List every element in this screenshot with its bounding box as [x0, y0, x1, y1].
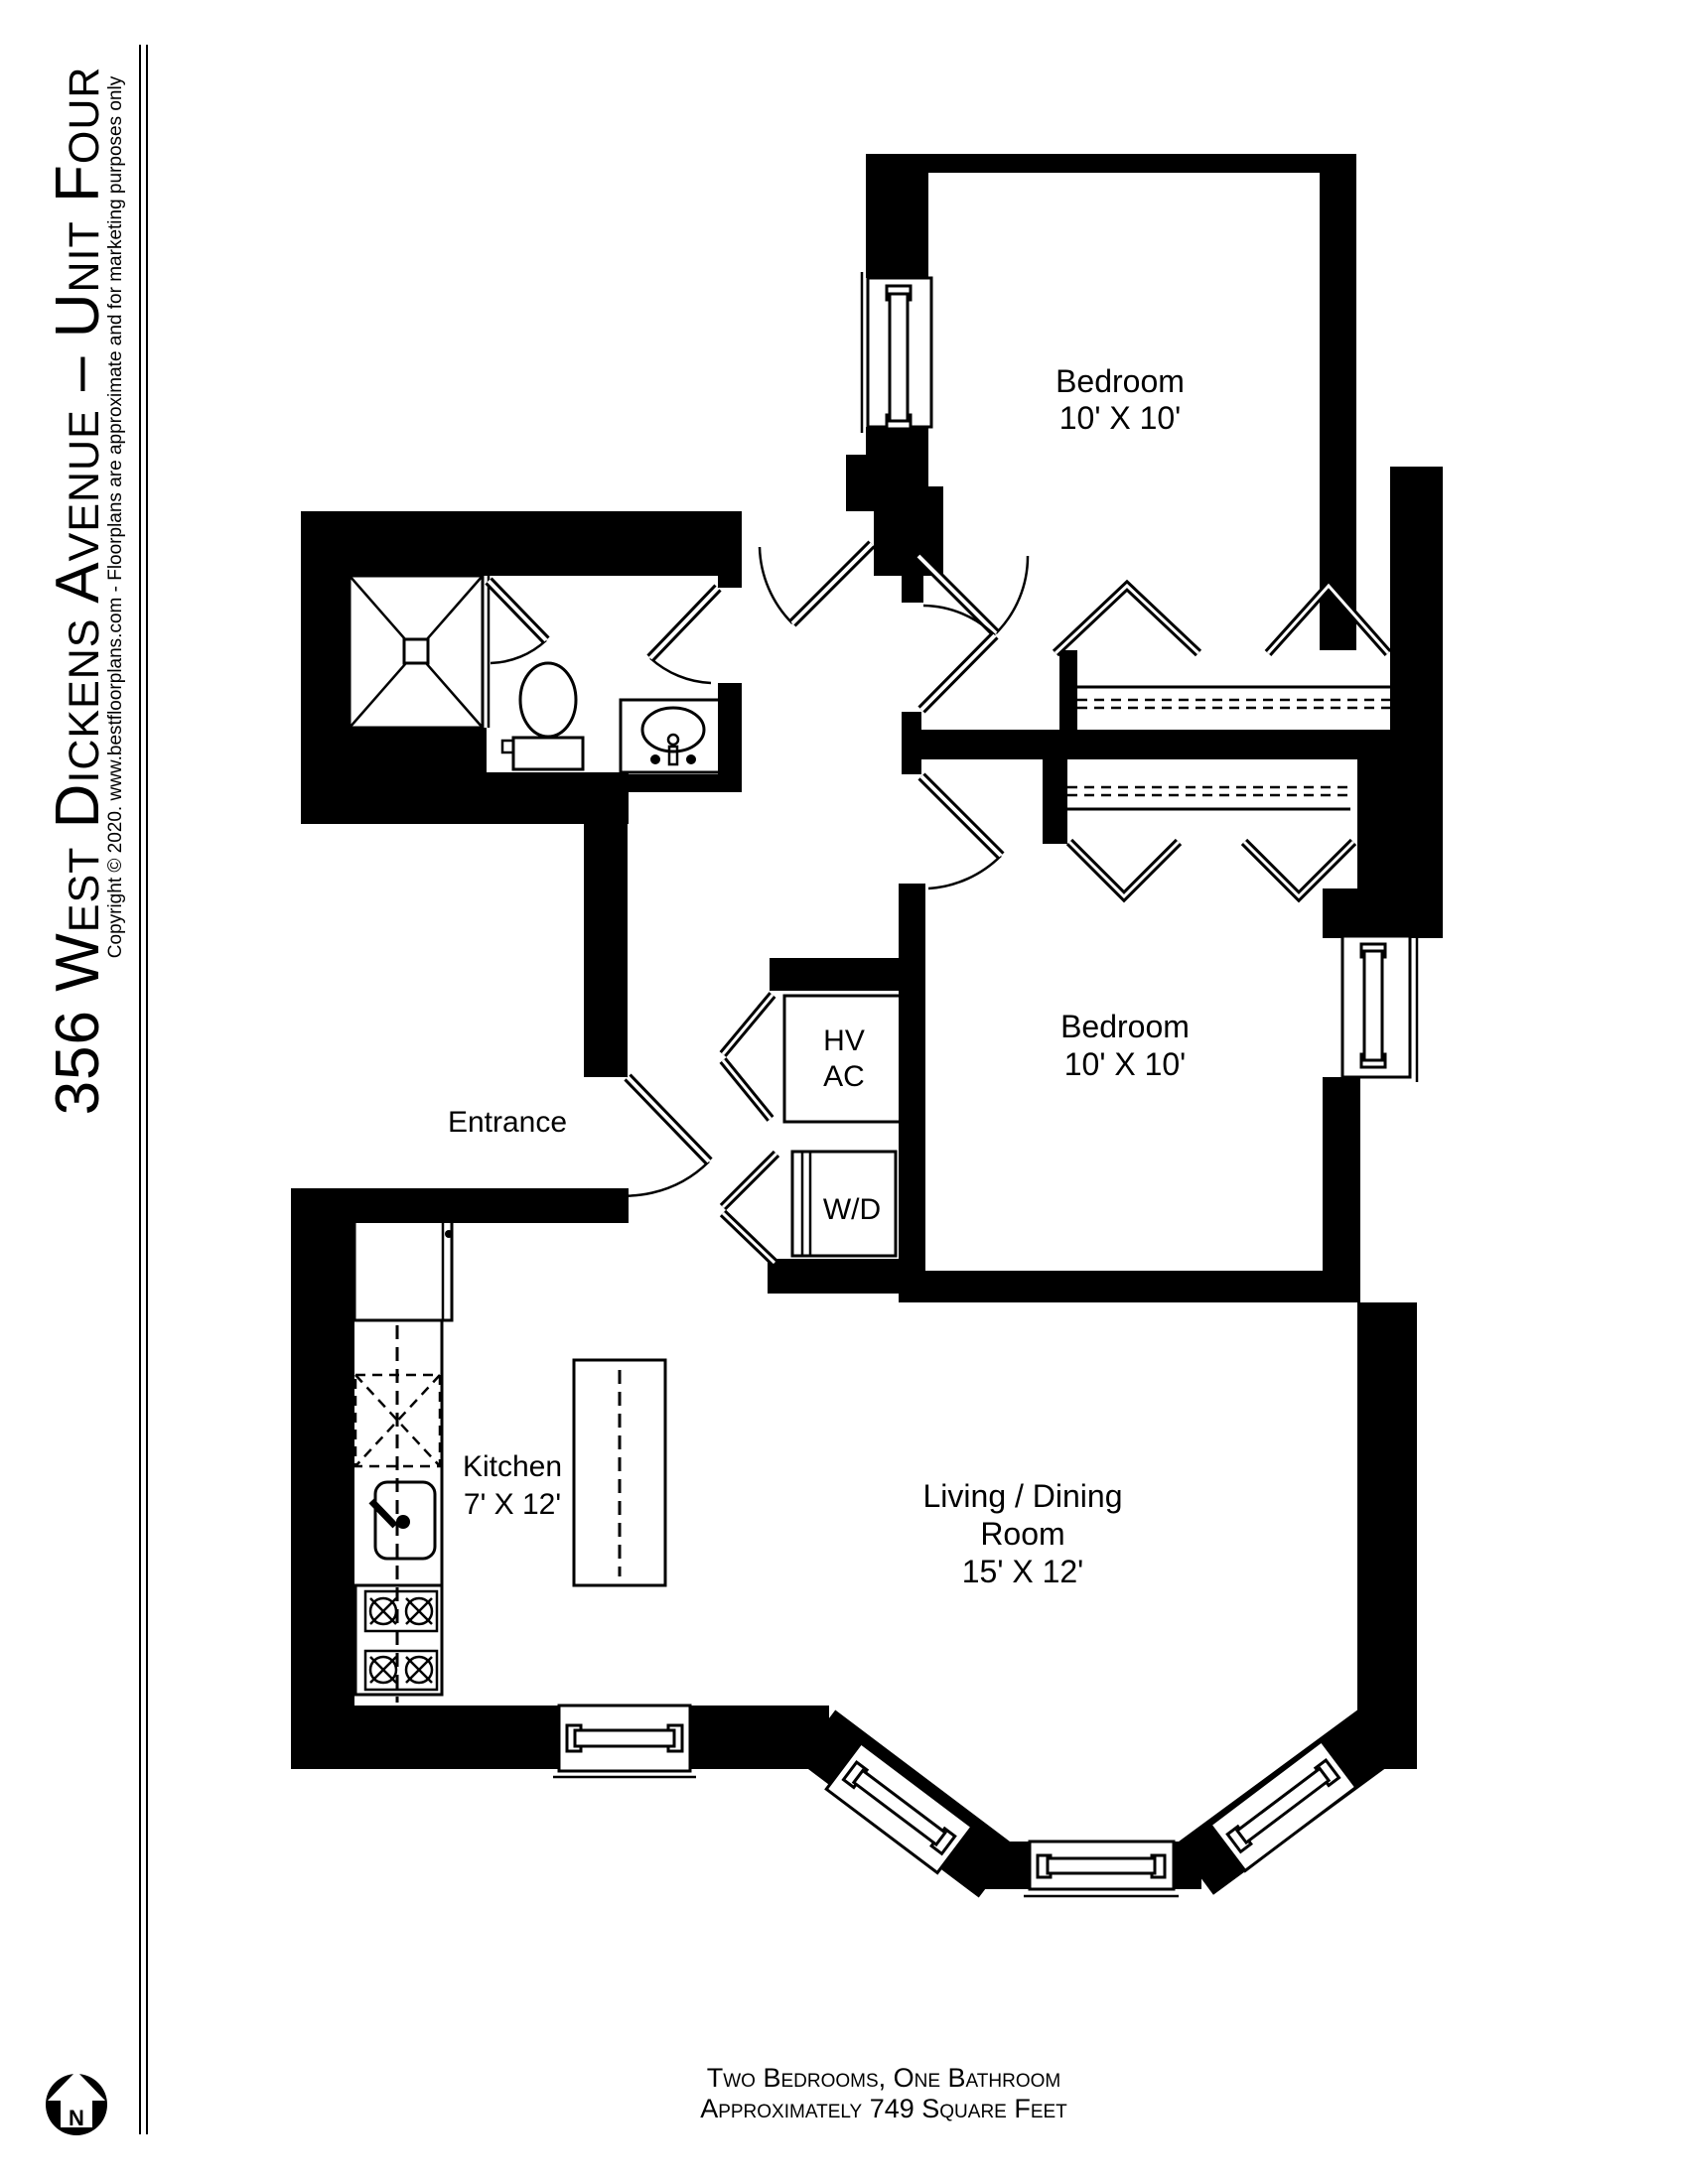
plan-footer: Two Bedrooms, One Bathroom Approximately…: [635, 2063, 1132, 2124]
window-bay-left: [824, 1740, 975, 1875]
north-arrow-letter: N: [69, 2106, 84, 2130]
bedroom1-dims: 10' X 10': [1059, 400, 1182, 436]
shower-icon: [348, 574, 550, 730]
window-bedroom1-left: [860, 272, 933, 433]
kitchen-label: Kitchen: [463, 1450, 562, 1483]
closet-bedroom2: [1065, 785, 1357, 903]
divider-line-inner: [146, 45, 148, 2134]
hvac-label-line1: HV: [823, 1024, 865, 1057]
fridge-icon: [352, 1216, 454, 1322]
footer-line2: Approximately 749 Square Feet: [700, 2094, 1067, 2123]
living-label-line2: Room: [980, 1516, 1064, 1552]
door-hall-closet: [917, 604, 999, 714]
bifold-door-icon: [1065, 838, 1357, 903]
kitchen-dims: 7' X 12': [464, 1488, 561, 1521]
kitchen-island: [572, 1358, 667, 1587]
living-dims: 15' X 12': [962, 1554, 1084, 1589]
washer-dryer-closet: [719, 1150, 898, 1267]
door-bedroom1: [914, 552, 1030, 637]
entrance-label: Entrance: [448, 1106, 567, 1139]
closet-bedroom1: [1052, 579, 1392, 710]
toilet-icon: [500, 661, 585, 771]
bifold-door-icon: [719, 992, 776, 1122]
window-bedroom2-right: [1340, 931, 1419, 1082]
door-hall-top: [758, 540, 876, 627]
north-arrow-icon: N: [46, 2071, 107, 2135]
window-bay-center: [1024, 1840, 1179, 1898]
stove-icon: [353, 1583, 444, 1697]
bedroom1-label: Bedroom: [1055, 363, 1185, 399]
kitchen-counter: [353, 1318, 444, 1703]
bedroom2-label: Bedroom: [1060, 1009, 1190, 1044]
door-bedroom2: [917, 772, 1005, 890]
divider-line-outer: [139, 45, 141, 2134]
bifold-door-icon: [1052, 579, 1392, 657]
living-label-line1: Living / Dining: [923, 1478, 1123, 1514]
washer-dryer-label: W/D: [823, 1193, 881, 1226]
hvac-label-line2: AC: [823, 1060, 865, 1093]
sink-vanity-icon: [619, 698, 724, 774]
window-kitchen-bottom: [553, 1704, 696, 1779]
dishwasher-icon: [353, 1373, 442, 1468]
door-entrance: [587, 1073, 713, 1197]
kitchen-sink-icon: [368, 1480, 437, 1561]
door-bathroom: [646, 584, 722, 685]
bedroom2-dims: 10' X 10': [1064, 1046, 1187, 1082]
bifold-door-icon: [719, 1150, 780, 1267]
shower-door-icon: [485, 577, 550, 665]
footer-line1: Two Bedrooms, One Bathroom: [706, 2063, 1061, 2093]
window-bay-right: [1207, 1738, 1358, 1873]
hvac-closet: [719, 992, 903, 1124]
